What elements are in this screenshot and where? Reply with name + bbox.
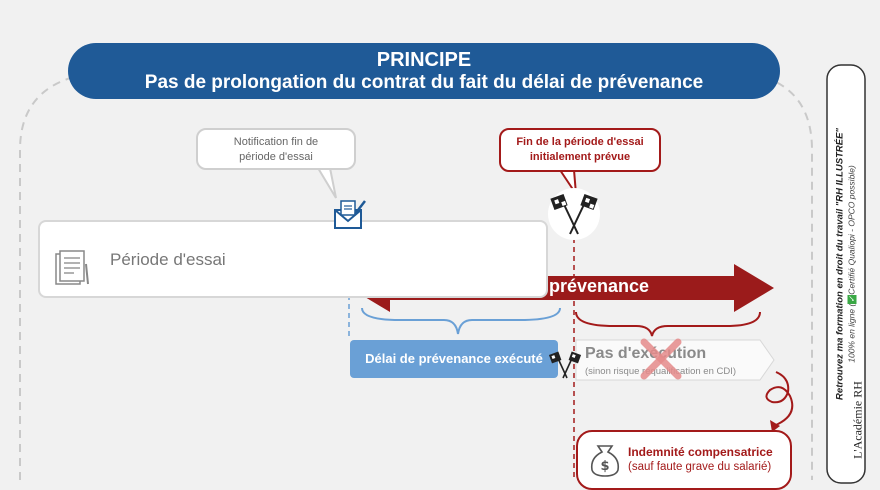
fin-periode-line-2: initialement prévue — [529, 151, 631, 163]
money-bag-icon: $ — [590, 445, 620, 477]
red-brace — [575, 311, 761, 337]
small-checkered-flags-icon — [548, 351, 582, 379]
sidebar-line-1: Retrouvez ma formation en droit du trava… — [834, 128, 846, 400]
notification-line-1: Notification fin de — [233, 136, 319, 148]
blue-brace — [361, 307, 561, 335]
envelope-pen-icon — [334, 200, 366, 229]
pas-execution-arrow — [575, 339, 775, 381]
principle-subtitle: Pas de prolongation du contrat du fait d… — [144, 72, 704, 93]
curly-connector — [765, 371, 794, 427]
fin-periode-bubble: Fin de la période d'essai initialement p… — [499, 128, 661, 172]
check-icon: ✓ — [847, 294, 857, 304]
delai-execute-box: Délai de prévenance exécuté — [350, 340, 558, 378]
principle-heading: PRINCIPE — [376, 49, 472, 71]
checkered-flags-icon — [548, 188, 600, 240]
periode-essai-box — [38, 220, 548, 298]
brand-logo-text: L'Académie RH — [850, 381, 865, 459]
periode-essai-label: Période d'essai — [110, 250, 226, 269]
pas-execution-note: (sinon risque requalification en CDI) — [585, 366, 737, 377]
cross-mark-icon — [640, 338, 682, 380]
notification-line-2: période d'essai — [239, 151, 313, 163]
title-banner: PRINCIPE Pas de prolongation du contrat … — [68, 43, 780, 99]
bubble-tail-notification — [317, 167, 337, 199]
svg-text:$: $ — [600, 459, 609, 474]
notification-bubble: Notification fin de période d'essai — [196, 128, 356, 170]
fin-periode-line-1: Fin de la période d'essai — [516, 136, 644, 148]
indemnite-title: Indemnité compensatrice — [628, 445, 773, 459]
curly-arrowhead — [770, 420, 780, 432]
sidebar-line-2a: 100% en ligne ( — [846, 303, 857, 363]
document-icon — [55, 250, 89, 285]
sidebar-line-2b: Certifié Qualiopi - OPCO possible) — [846, 165, 857, 295]
indemnite-note: (sauf faute grave du salarié) — [628, 461, 772, 473]
pas-execution-title: Pas d'exécution — [585, 345, 707, 362]
delai-prevenance-label: Délai de prévenance — [474, 276, 650, 296]
